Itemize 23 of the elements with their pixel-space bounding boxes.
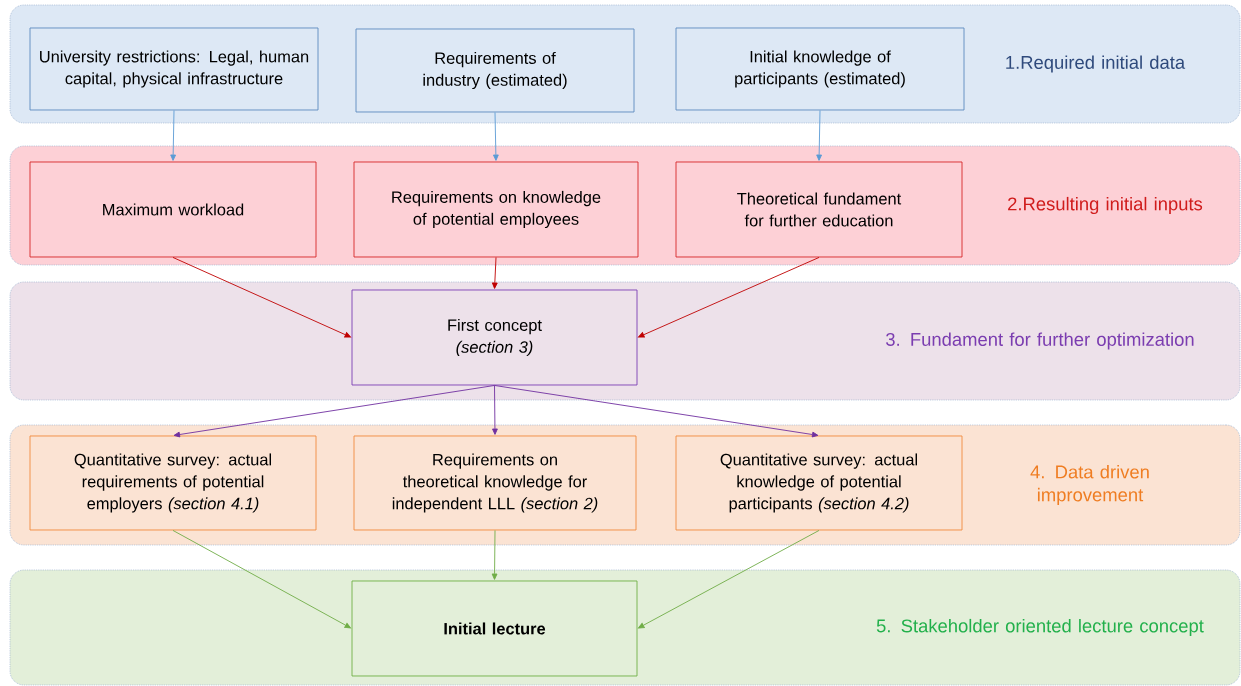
arrow bbox=[491, 257, 498, 289]
arrow bbox=[172, 257, 351, 338]
arrow bbox=[172, 530, 351, 629]
arrow bbox=[170, 110, 176, 161]
arrow bbox=[492, 385, 498, 435]
process-box: Quantitative survey: actual requirements of potential employers (section 4.1) bbox=[29, 435, 317, 531]
process-box: Requirements of industry (estimated) bbox=[355, 28, 635, 113]
arrow bbox=[494, 385, 819, 438]
arrow bbox=[173, 385, 495, 438]
process-box: Initial lecture bbox=[351, 580, 638, 677]
process-box: Requirements on theoretical knowledge for independent LLL (section 2) bbox=[353, 435, 637, 531]
process-box: Theoretical fundament for further education bbox=[675, 161, 963, 258]
arrow bbox=[638, 530, 820, 629]
arrow bbox=[816, 110, 822, 161]
arrow bbox=[638, 257, 820, 338]
process-box: Quantitative survey: actual knowledge of potential participants (section 4.2) bbox=[675, 435, 963, 531]
process-box: Maximum workload bbox=[29, 161, 317, 258]
arrow bbox=[491, 530, 498, 580]
process-box: Initial knowledge of participants (estimated) bbox=[675, 27, 965, 111]
process-box: University restrictions: Legal, human capital, physical infrastructure bbox=[29, 27, 319, 111]
arrow bbox=[493, 112, 499, 161]
process-box: First concept (section 3) bbox=[351, 289, 638, 386]
process-box: Requirements on knowledge of potential employees bbox=[353, 161, 639, 258]
